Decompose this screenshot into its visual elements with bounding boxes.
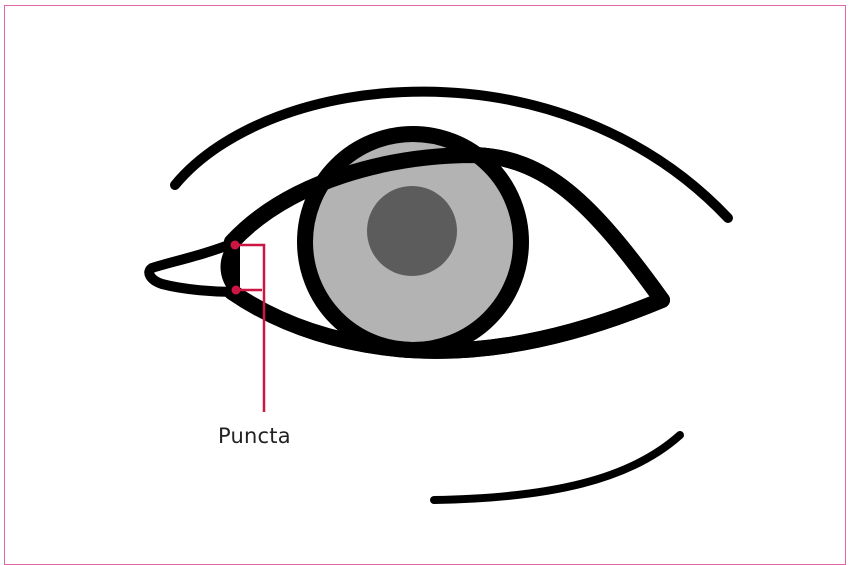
upper-punctum-dot	[231, 241, 240, 250]
inner-eye-corner	[149, 242, 236, 292]
lower-punctum-dot	[232, 286, 241, 295]
puncta-label: Puncta	[218, 424, 291, 448]
pupil	[367, 186, 457, 276]
lower-lid-crease	[434, 435, 680, 500]
